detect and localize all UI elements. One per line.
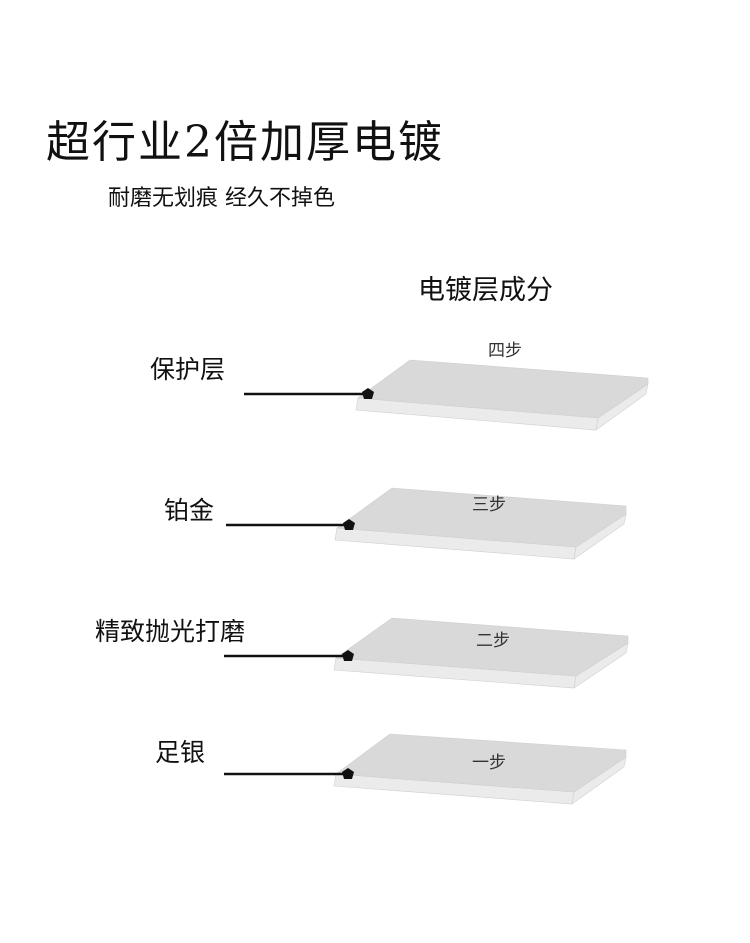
connector-dot — [343, 519, 355, 530]
plate-layer-2: 二步 — [224, 617, 629, 689]
section-title: 电镀层成分 — [418, 275, 553, 306]
plate-top — [335, 733, 627, 793]
layer-label-polish: 精致抛光打磨 — [95, 617, 246, 646]
subheadline: 耐磨无划痕 经久不掉色 — [108, 186, 335, 211]
connector-dot — [362, 388, 374, 399]
step-label-4: 四步 — [488, 341, 522, 361]
plate-layer-4: 四步 — [244, 341, 649, 431]
plate-layer-3: 三步 — [226, 487, 627, 560]
connector-dot — [342, 768, 354, 779]
headline: 超行业2倍加厚电镀 — [46, 117, 444, 168]
step-label-2: 二步 — [476, 631, 510, 651]
step-label-1: 一步 — [472, 753, 506, 773]
plate-layer-1: 一步 — [224, 733, 627, 805]
step-label-3: 三步 — [472, 495, 506, 515]
layer-label-silver: 足银 — [155, 738, 206, 767]
layer-label-protective: 保护层 — [150, 355, 226, 384]
layer-label-platinum: 铂金 — [164, 496, 215, 525]
connector-dot — [342, 650, 354, 661]
plate-top — [335, 617, 629, 677]
